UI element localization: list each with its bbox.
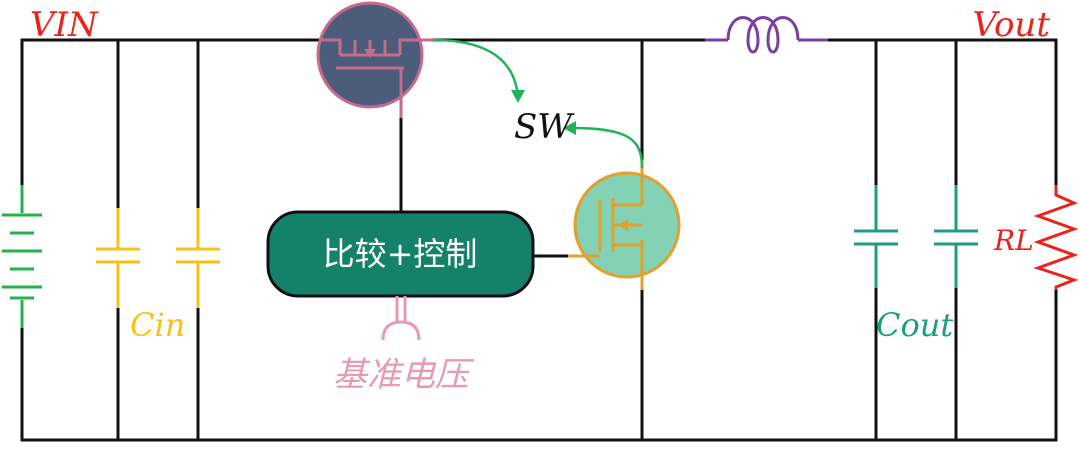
arrow-from-high-fet (432, 38, 520, 99)
cin-label: Cin (130, 306, 185, 344)
capacitor-icon (96, 208, 140, 308)
arrow-from-low-fet (571, 126, 644, 169)
sw-label: SW (514, 107, 575, 147)
resistor-icon (1033, 185, 1079, 290)
wiring (20, 38, 1058, 442)
reference-label: 基准电压 (333, 355, 475, 395)
inductor-icon (705, 16, 828, 54)
arrowhead-high (511, 90, 525, 103)
mosfet-icon (316, 1, 433, 118)
capacitor-icon (176, 208, 220, 308)
sw-arrows (432, 38, 644, 169)
controller-label: 比较+控制 (323, 235, 478, 273)
controller-block: 比较+控制 (266, 210, 535, 298)
vout-label: Vout (973, 5, 1051, 45)
mosfet-icon (568, 160, 681, 290)
vin-label: VIN (30, 5, 99, 45)
cout-label: Cout (876, 306, 953, 344)
capacitor-icon (934, 185, 978, 288)
reference-terminal-icon (381, 296, 421, 341)
capacitor-icon (854, 185, 898, 288)
battery-icon (2, 185, 42, 328)
rl-label: RL (993, 224, 1034, 257)
arrowhead-low (563, 121, 576, 135)
